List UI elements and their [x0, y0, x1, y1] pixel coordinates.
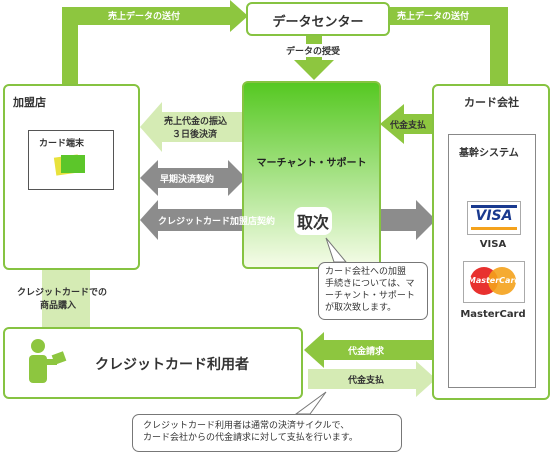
arrowhead-payment-by-user	[416, 361, 436, 397]
mastercard-label: MasterCard	[460, 309, 526, 320]
merchant-store-label: 加盟店	[13, 96, 46, 109]
visa-label: VISA	[479, 239, 507, 250]
purchase-label-line1: クレジットカードでの	[17, 288, 108, 298]
arrowhead-to-merchant-support	[294, 60, 334, 80]
card-user-label: クレジットカード利用者	[95, 357, 249, 373]
card-user-box: クレジットカード利用者	[3, 327, 303, 399]
card-company-box: カード会社 基幹システム VISA VISA MasterCard Master…	[432, 84, 550, 400]
card-terminal-icon	[53, 153, 85, 177]
arrowhead-credit-contract-left	[140, 200, 158, 240]
arrowhead-payment-to-merchant-support	[380, 104, 404, 144]
core-system-box: 基幹システム VISA VISA MasterCard MasterCard	[448, 134, 536, 388]
torikeshi-label: 取次	[294, 207, 333, 235]
send-sales-data-left-label: 売上データの送付	[108, 12, 181, 22]
data-transfer-label: データの授受	[286, 44, 341, 57]
credit-contract-label: クレジットカード加盟店契約	[158, 217, 276, 227]
user-note-line: カード会社からの代金請求に対して支払を行います。	[143, 433, 358, 443]
arrow-send-sales-data-left-horizontal	[62, 7, 232, 25]
visa-logo: VISA	[467, 201, 521, 235]
payment-by-user-label: 代金支払	[348, 376, 385, 386]
mastercard-logo-text: MasterCard	[467, 276, 521, 285]
merchant-support-label: マーチャント・サポート	[256, 158, 367, 169]
early-settlement-label: 早期決済契約	[160, 175, 215, 185]
agency-note-line: ーチャント・サポート	[325, 291, 415, 301]
data-center-label: データセンター	[272, 15, 364, 30]
agency-note-line: カード会社への加盟	[325, 267, 407, 277]
user-note-line: クレジットカード利用者は通常の決済サイクルで、	[143, 421, 350, 431]
send-sales-data-right-label: 売上データの送付	[397, 12, 470, 22]
arrowhead-to-data-center	[230, 0, 248, 32]
arrowhead-payment-transfer	[140, 102, 162, 152]
payment-transfer-label-line1: 売上代金の振込	[164, 117, 228, 127]
arrow-payment-by-user-shaft	[308, 369, 418, 389]
card-company-label: カード会社	[464, 96, 519, 109]
mastercard-logo: MasterCard	[463, 261, 525, 303]
arrow-send-sales-data-left-vertical	[62, 7, 78, 85]
merchant-store-box: 加盟店 カード端末	[3, 84, 140, 270]
payment-transfer-label-line2: ３日後決済	[172, 130, 218, 140]
arrow-billing-shaft	[322, 340, 432, 360]
arrowhead-credit-contract-right	[416, 200, 436, 240]
merchant-support-box	[242, 81, 381, 269]
purchase-label-line2: 商品購入	[40, 301, 77, 311]
arrowhead-billing	[304, 332, 324, 368]
arrowhead-early-settlement-right	[228, 160, 246, 196]
user-icon	[27, 337, 67, 391]
user-note: クレジットカード利用者は通常の決済サイクルで、 カード会社からの代金請求に対して…	[132, 414, 402, 452]
arrowhead-early-settlement-left	[140, 160, 158, 196]
billing-label: 代金請求	[348, 347, 385, 357]
visa-logo-text: VISA	[475, 208, 513, 224]
agency-note: カード会社への加盟 手続きについては、マ ーチャント・サポート が取次致します。	[318, 262, 428, 320]
agency-note-line: 手続きについては、マ	[325, 279, 415, 289]
payment-to-merchant-support-label: 代金支払	[390, 121, 427, 131]
core-system-label: 基幹システム	[459, 148, 519, 159]
card-terminal-label: カード端末	[39, 139, 85, 149]
agency-note-line: が取次致します。	[325, 303, 397, 313]
arrow-payment-to-merchant-support-shaft	[402, 114, 434, 134]
arrow-send-sales-data-right-horizontal	[390, 7, 508, 25]
arrow-early-settlement-shaft	[156, 168, 230, 188]
card-terminal-box: カード端末	[28, 130, 114, 190]
arrow-payment-transfer-shaft	[160, 112, 242, 142]
data-center-box: データセンター	[246, 2, 390, 36]
